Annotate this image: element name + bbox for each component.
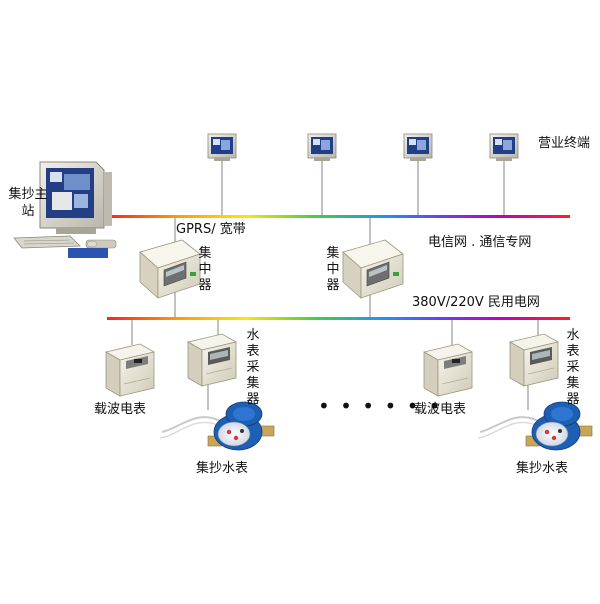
water-meter-2-label: 集抄水表 [516,461,569,476]
concentrator-2-label: 集中器 [326,246,340,293]
business-terminal-monitor [307,133,337,161]
meter-boxes [104,333,560,397]
carrier-meter-1-label: 载波电表 [94,402,147,417]
business-terminals [207,133,519,161]
water-collector-device [186,333,238,387]
telecom-network-label: 电信网 . 通信专网 [428,235,532,250]
water-collector-device [508,333,560,387]
concentrator-device [139,239,201,299]
water-meters [159,401,593,451]
master-station-computer [13,161,117,258]
carrier-meter-2-label: 载波电表 [414,402,467,417]
carrier-meter-device [104,343,156,397]
master-station-text: 集抄主站 [8,187,48,219]
carrier-meter-device [422,343,474,397]
business-terminal-monitor [207,133,237,161]
concentrators [139,239,404,299]
ellipsis-dots: • • • • • • [318,394,443,418]
mouse-pad [68,248,108,258]
water-meter-device [159,401,275,451]
concentrator-device [342,239,404,299]
concentrator-1-label: 集中器 [198,246,212,293]
business-terminal-monitor [403,133,433,161]
gprs-broadband-label: GPRS/ 宽带 [176,222,246,237]
business-terminal-label: 营业终端 [538,136,591,151]
power-bus-line [107,317,570,320]
telecom-bus-line [107,215,570,218]
business-terminal-monitor [489,133,519,161]
water-meter-device [477,401,593,451]
water-collector-1-label: 水表采集器 [246,328,260,407]
master-station-label: 集抄主站 [8,186,48,220]
water-meter-1-label: 集抄水表 [196,461,249,476]
water-collector-2-label: 水表采集器 [566,328,580,407]
power-network-label: 380V/220V 民用电网 [412,295,540,310]
